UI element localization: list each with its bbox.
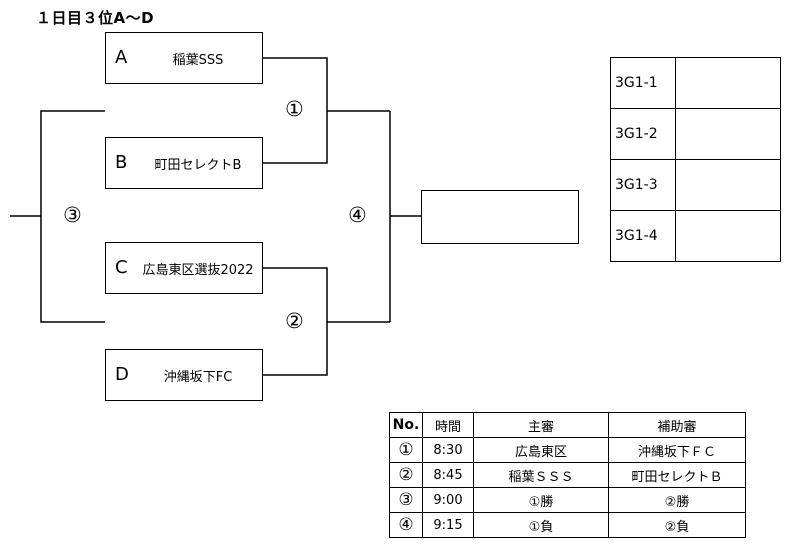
ranking-row: 3G1-3 [610,159,781,211]
ranking-value [675,108,781,160]
schedule-referee: ①負 [473,512,609,538]
schedule-assistant: ②勝 [608,487,746,513]
schedule-no: ④ [389,512,423,538]
team-name: 広島東区選抜2022 [142,263,254,278]
schedule-no: ③ [389,487,423,513]
schedule-referee: 広島東区 [473,437,609,463]
schedule-header-no: No. [389,412,423,438]
team-letter: D [115,364,129,385]
final-result-box [421,190,579,244]
schedule-referee: ①勝 [473,487,609,513]
ranking-label: 3G1-2 [610,108,676,160]
schedule-assistant: 沖縄坂下ＦＣ [608,437,746,463]
team-name: 沖縄坂下FC [163,370,233,385]
match-mark-2: ② [285,309,304,333]
schedule-header-assistant: 補助審 [608,412,746,438]
schedule-row: ② 8:45 稲葉ＳＳＳ 町田セレクトＢ [389,462,746,488]
ranking-row: 3G1-1 [610,57,781,109]
page-title: １日目３位A～D [36,9,155,27]
schedule-referee: 稲葉ＳＳＳ [473,462,609,488]
schedule-time: 8:45 [422,462,474,488]
schedule-time: 9:00 [422,487,474,513]
schedule-table: No. 時間 主審 補助審 ① 8:30 広島東区 沖縄坂下ＦＣ ② 8:45 … [389,412,746,538]
ranking-value [675,210,781,262]
schedule-no: ② [389,462,423,488]
team-box-d: D 沖縄坂下FC [105,349,263,401]
match-mark-1: ① [285,97,304,121]
team-letter: A [115,47,128,68]
schedule-header-time: 時間 [422,412,474,438]
ranking-table: 3G1-1 3G1-2 3G1-3 3G1-4 [610,57,781,262]
ranking-label: 3G1-3 [610,159,676,211]
schedule-time: 8:30 [422,437,474,463]
schedule-time: 9:15 [422,512,474,538]
ranking-value [675,159,781,211]
schedule-assistant: 町田セレクトＢ [608,462,746,488]
schedule-row: ③ 9:00 ①勝 ②勝 [389,487,746,513]
team-box-b: B 町田セレクトB [105,137,263,189]
match-mark-3: ③ [63,203,82,227]
schedule-assistant: ②負 [608,512,746,538]
schedule-header-row: No. 時間 主審 補助審 [389,412,746,438]
ranking-row: 3G1-4 [610,210,781,262]
schedule-no: ① [389,437,423,463]
ranking-value [675,57,781,109]
team-letter: B [115,152,128,173]
schedule-row: ④ 9:15 ①負 ②負 [389,512,746,538]
schedule-row: ① 8:30 広島東区 沖縄坂下ＦＣ [389,437,746,463]
ranking-label: 3G1-4 [610,210,676,262]
team-box-a: A 稲葉SSS [105,32,263,84]
team-name: 町田セレクトB [154,158,242,173]
team-box-c: C 広島東区選抜2022 [105,242,263,294]
ranking-label: 3G1-1 [610,57,676,109]
match-mark-4: ④ [348,203,367,227]
ranking-row: 3G1-2 [610,108,781,160]
team-name: 稲葉SSS [172,53,224,68]
team-letter: C [115,257,128,278]
schedule-header-referee: 主審 [473,412,609,438]
